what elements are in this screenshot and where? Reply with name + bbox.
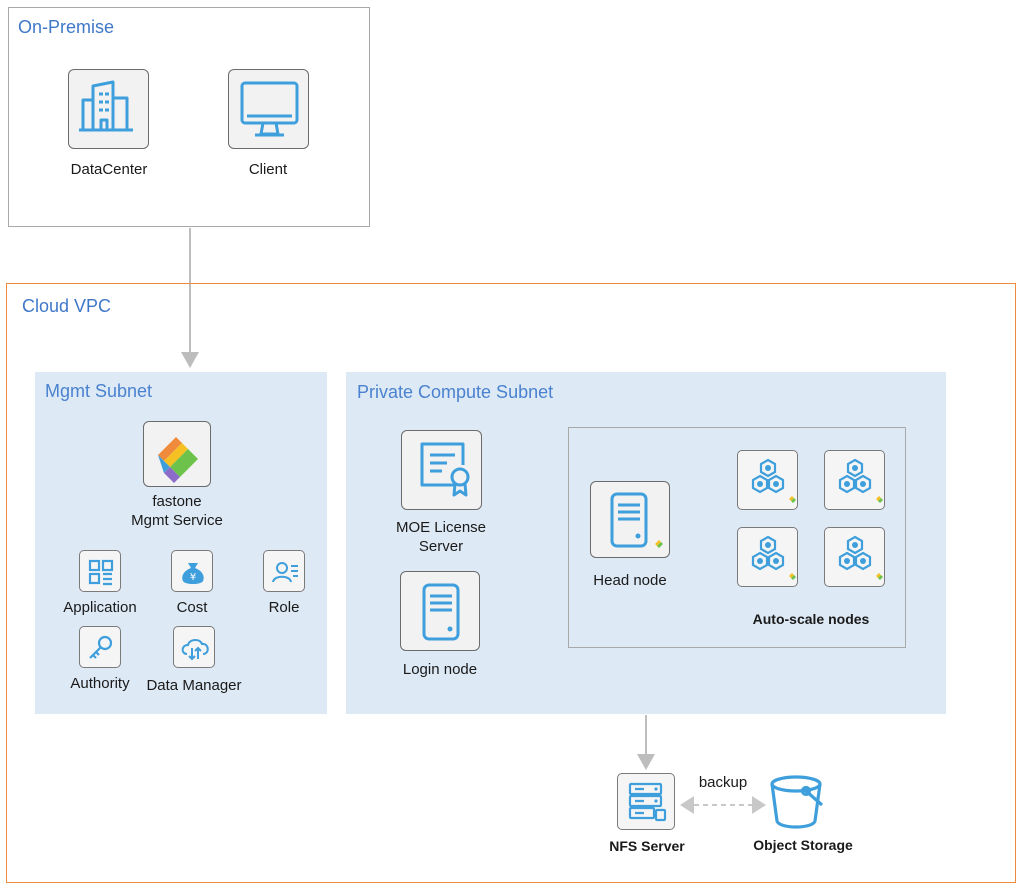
nfs-server-icon: [628, 782, 667, 822]
backup-label: backup: [698, 774, 748, 791]
key-icon: [89, 635, 113, 659]
data-manager-node[interactable]: [173, 626, 215, 668]
cost-label: Cost: [176, 599, 208, 616]
auto-scale-node-4[interactable]: [824, 527, 885, 587]
building-icon: [79, 80, 133, 132]
authority-label: Authority: [70, 675, 130, 692]
hexagon-cluster-icon: [751, 535, 796, 580]
auto-scale-node-2[interactable]: [824, 450, 885, 510]
role-label: Role: [268, 599, 300, 616]
auto-scale-node-3[interactable]: [737, 527, 798, 587]
bucket-icon: [770, 775, 824, 829]
moe-license-server-node[interactable]: [401, 430, 482, 510]
svg-text:¥: ¥: [190, 572, 196, 583]
data-manager-label: Data Manager: [146, 677, 242, 694]
fastone-logo-icon: [158, 437, 198, 483]
cloud-transfer-icon: [181, 639, 209, 661]
backup-arrowhead-left: [680, 796, 694, 814]
moe-license-label-line2: Server: [418, 538, 464, 555]
cluster-group: [568, 427, 906, 648]
hexagon-cluster-icon: [838, 535, 883, 580]
head-server-icon: [610, 492, 663, 548]
application-label: Application: [63, 599, 137, 616]
auto-scale-node-1[interactable]: [737, 450, 798, 510]
on-premise-group: [8, 7, 370, 227]
object-storage-label: Object Storage: [753, 837, 853, 853]
license-certificate-icon: [420, 442, 470, 497]
server-icon: [422, 583, 460, 641]
auto-scale-nodes-label: Auto-scale nodes: [752, 611, 870, 627]
cost-node[interactable]: ¥: [171, 550, 213, 592]
money-bag-icon: ¥: [182, 563, 204, 584]
head-node[interactable]: [590, 481, 670, 558]
grid-icon: [88, 559, 114, 586]
cloud-vpc-title: Cloud VPC: [22, 296, 112, 316]
head-node-label: Head node: [593, 572, 667, 589]
moe-license-label-line1: MOE License: [395, 519, 487, 536]
backup-arrowhead-right: [752, 796, 766, 814]
login-node-label: Login node: [402, 661, 478, 678]
mgmt-subnet-title: Mgmt Subnet: [45, 381, 153, 401]
client-node[interactable]: [228, 69, 309, 149]
cloud-vpc-group: [6, 283, 1016, 883]
datacenter-node[interactable]: [68, 69, 149, 149]
role-node[interactable]: [263, 550, 305, 592]
nfs-server-node[interactable]: [617, 773, 675, 830]
datacenter-label: DataCenter: [70, 161, 148, 178]
onprem-to-mgmt-arrowhead: [181, 352, 199, 368]
nfs-server-label: NFS Server: [609, 838, 685, 854]
on-premise-title: On-Premise: [18, 17, 115, 37]
hexagon-cluster-icon: [751, 458, 796, 503]
monitor-icon: [240, 81, 299, 137]
fastone-mgmt-service-node[interactable]: [143, 421, 211, 487]
authority-node[interactable]: [79, 626, 121, 668]
client-label: Client: [248, 161, 288, 178]
login-node[interactable]: [400, 571, 480, 651]
application-node[interactable]: [79, 550, 121, 592]
user-role-icon: [272, 562, 298, 583]
fastone-label-line1: fastone: [152, 493, 202, 510]
compute-to-nfs-arrowhead: [637, 754, 655, 770]
private-compute-subnet-title: Private Compute Subnet: [357, 382, 554, 402]
hexagon-cluster-icon: [838, 458, 883, 503]
fastone-label-line2: Mgmt Service: [131, 512, 223, 529]
